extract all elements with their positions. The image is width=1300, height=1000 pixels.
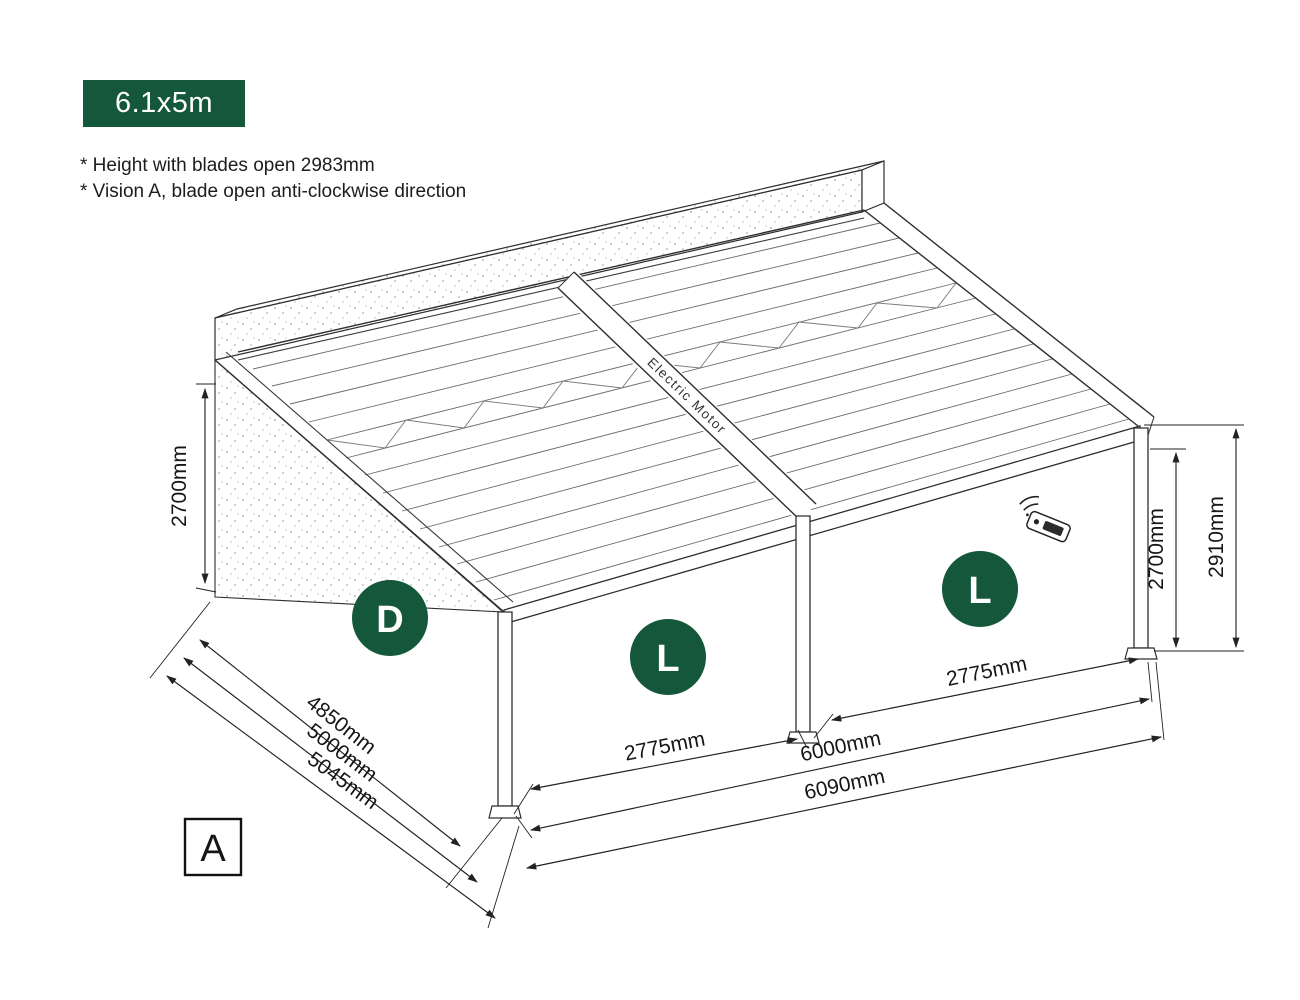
notes-block: * Height with blades open 2983mm * Visio… [80, 153, 466, 205]
zone-l2-circle [942, 551, 1018, 627]
dim-right-height-group: 2700mm 2910mm [1144, 424, 1244, 652]
zone-l2-label: L [968, 570, 991, 612]
posts [488, 427, 1158, 819]
size-badge: 6.1x5m [83, 80, 245, 127]
dim-right-2910-label: 2910mm [1205, 496, 1228, 578]
dim-bay-left-label: 2775mm [622, 728, 707, 766]
louvered-roof: Electric Motor [214, 202, 1155, 625]
remote-control-icon [1019, 495, 1071, 543]
view-label-box: A [183, 817, 243, 877]
dim-6090-label: 6090mm [802, 765, 887, 804]
zone-l1-circle [630, 619, 706, 695]
dim-depth-group: 4850mm 5000mm 5045mm [149, 601, 520, 929]
view-label-letter: A [200, 828, 226, 870]
note-height: * Height with blades open 2983mm [80, 155, 375, 176]
dim-width-group: 2775mm 2775mm 6000mm 6090mm [513, 652, 1165, 870]
dim-left-height: 2700mm [168, 383, 217, 593]
note-vision: * Vision A, blade open anti-clockwise di… [80, 181, 467, 202]
zone-d-label: D [376, 599, 403, 641]
motor-label: Electric Motor [644, 355, 729, 437]
zone-d-circle [352, 580, 428, 656]
dim-left-height-label: 2700mm [168, 445, 191, 527]
zone-l1-label: L [656, 638, 679, 680]
zone-markers: D L L [352, 551, 1018, 695]
dim-right-2700-label: 2700mm [1145, 508, 1168, 590]
dim-bay-right-label: 2775mm [944, 652, 1029, 691]
